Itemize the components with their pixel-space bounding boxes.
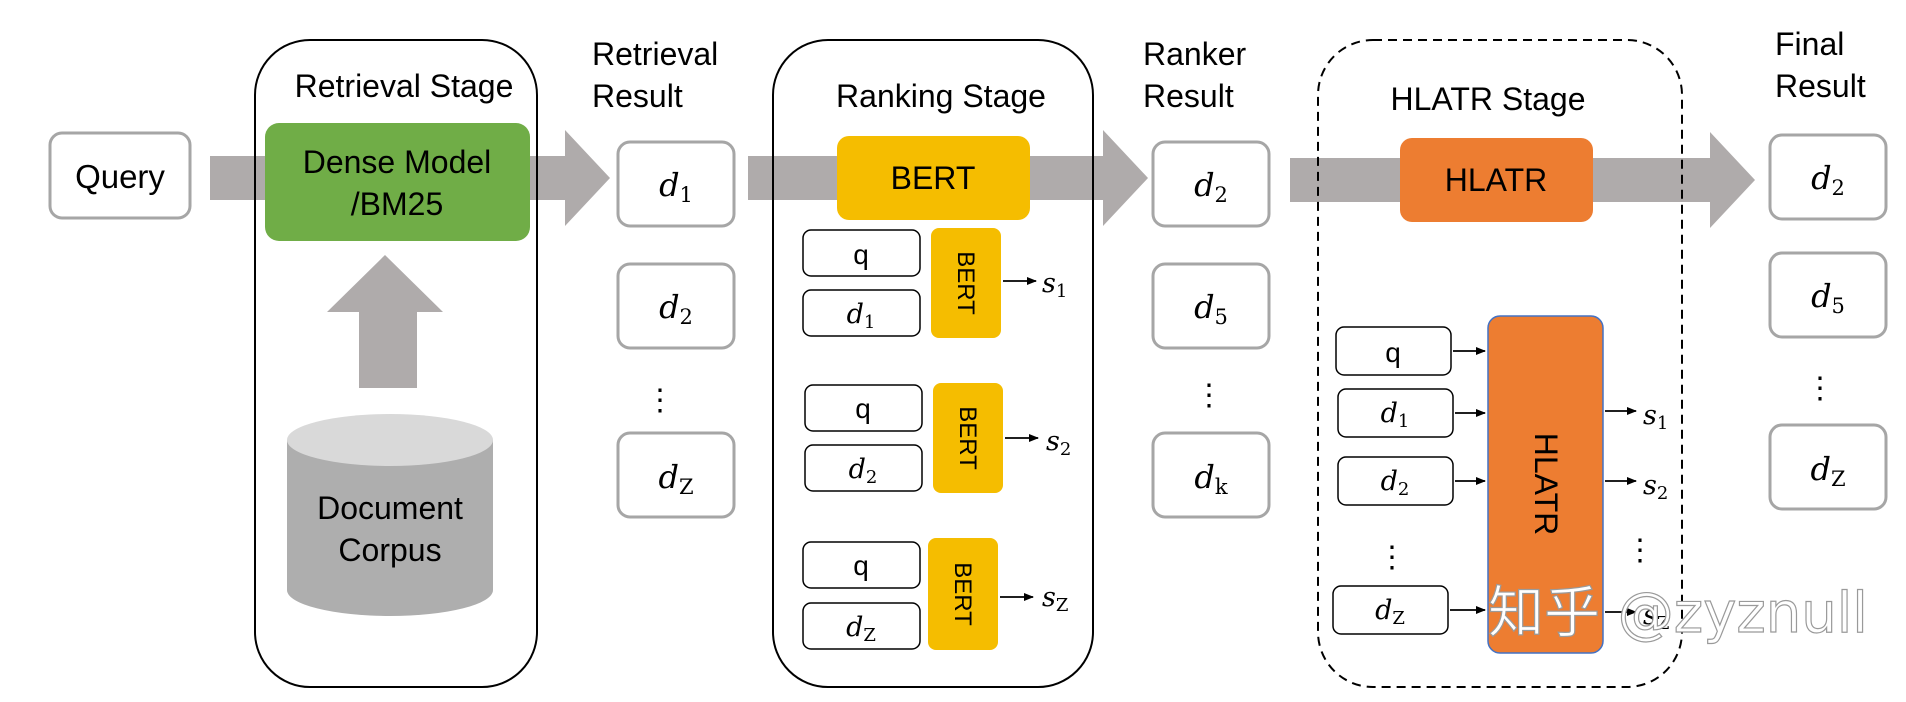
hlatr-input-box-4: [1332, 585, 1449, 635]
ranking-pair-3-query: q: [853, 550, 869, 581]
ranking-pair-1-doc: d1: [847, 299, 876, 333]
ranker-result-ellipsis: ⋮: [1194, 379, 1224, 412]
ranking-pair-1-score: s1: [1042, 268, 1067, 302]
hlatr-top-label: HLATR: [1445, 162, 1548, 198]
hlatr-main-block: HLATR: [1487, 315, 1604, 654]
hlatr-input-box-3: [1337, 456, 1454, 506]
hlatr-output-score-1: s1: [1643, 400, 1668, 434]
final-result-box-2: [1768, 251, 1888, 339]
document-corpus: Document Corpus: [287, 414, 493, 616]
hlatr-input-ellipsis: ⋮: [1377, 541, 1407, 574]
hlatr-stage: HLATR Stage HLATR q d1 d2 ⋮ dZ HLATR: [1317, 39, 1683, 688]
query-label: Query: [75, 158, 165, 195]
ranking-pair-2-query: q: [855, 393, 871, 424]
hlatr-input-box-2: [1337, 388, 1454, 438]
final-result-title-line2: Result: [1775, 68, 1866, 104]
retrieval-result-box-2: [616, 262, 736, 350]
ranker-result-box-1: [1151, 140, 1271, 228]
retrieval-result-box-1: [616, 140, 736, 228]
hlatr-output-ellipsis: ⋮: [1625, 534, 1655, 567]
ranker-result-box-2: [1151, 262, 1271, 350]
final-result-title-line1: Final: [1775, 26, 1844, 62]
corpus-line1: Document: [317, 490, 463, 526]
ranking-stage: Ranking Stage BERT q d1 BERT s1 q: [772, 39, 1094, 688]
ranker-result-item-3: dk: [1194, 458, 1227, 499]
final-result-ellipsis: ⋮: [1805, 372, 1835, 405]
final-result-item-2: d5: [1811, 277, 1845, 318]
ranking-stage-title: Ranking Stage: [836, 78, 1046, 114]
retrieval-stage: Retrieval Stage Dense Model /BM25 Docume…: [254, 39, 538, 688]
retrieval-stage-title: Retrieval Stage: [295, 68, 514, 104]
retrieval-result-item-2: d2: [659, 288, 693, 329]
query-node: Query: [48, 131, 192, 220]
ranking-pair-2-bert: BERT: [954, 406, 981, 470]
ranking-pair-3: q dZ BERT sZ: [802, 538, 1068, 650]
hlatr-input-doc-1: d1: [1381, 398, 1410, 432]
ranker-result-item-2: d5: [1194, 288, 1228, 329]
ranker-result-box-3: [1151, 431, 1271, 519]
hlatr-input-doc-2: d2: [1381, 466, 1410, 500]
retrieval-result-item-1: d1: [659, 166, 693, 207]
ranker-result-title-line1: Ranker: [1143, 36, 1247, 72]
hlatr-top-block: HLATR: [1400, 138, 1593, 222]
ranker-result-item-1: d2: [1194, 166, 1228, 207]
hlatr-input-box-1: [1335, 326, 1452, 376]
up-arrow-corpus-to-model: [327, 255, 443, 388]
retrieval-result-title-line1: Retrieval: [592, 36, 718, 72]
ranking-pair-1: q d1 BERT s1: [802, 228, 1067, 338]
ranking-bert-label: BERT: [891, 160, 976, 196]
ranking-pair-3-bert: BERT: [949, 562, 976, 626]
ranking-pair-2: q d2 BERT s2: [804, 383, 1071, 493]
hlatr-output-score-2: s2: [1643, 470, 1668, 504]
final-result-box-1: [1768, 133, 1888, 221]
final-result-box-3: [1768, 423, 1888, 511]
retrieval-result-item-3: dZ: [658, 458, 693, 499]
hlatr-input-query: q: [1385, 337, 1401, 368]
retrieval-result-box-3: [616, 431, 736, 519]
ranking-pair-3-score: sZ: [1042, 582, 1068, 616]
ranking-pair-3-doc: dZ: [846, 612, 876, 646]
watermark: 知乎 @zyznull: [1488, 581, 1868, 646]
ranking-pair-2-doc: d2: [849, 454, 878, 488]
dense-model-line2: /BM25: [351, 186, 443, 222]
hlatr-main-label: HLATR: [1528, 433, 1564, 536]
hlatr-output-score-z: sZ: [1643, 600, 1669, 634]
ranker-result-title-line2: Result: [1143, 78, 1234, 114]
dense-model-line1: Dense Model: [303, 144, 492, 180]
ranking-bert-block: BERT: [837, 136, 1030, 220]
ranker-result: Ranker Result d2 d5 ⋮ dk: [1143, 36, 1271, 519]
retrieval-result: Retrieval Result d1 d2 ⋮ dZ: [592, 36, 736, 519]
final-result-item-3: dZ: [1810, 450, 1845, 491]
final-result: Final Result d2 d5 ⋮ dZ: [1768, 26, 1888, 511]
final-result-item-1: d2: [1811, 159, 1845, 200]
retrieval-result-title-line2: Result: [592, 78, 683, 114]
ranking-pair-1-bert: BERT: [952, 251, 979, 315]
ranking-pair-1-query: q: [853, 239, 869, 270]
retrieval-result-ellipsis: ⋮: [645, 384, 675, 417]
dense-model-block: Dense Model /BM25: [265, 123, 530, 241]
hlatr-stage-title: HLATR Stage: [1390, 81, 1585, 117]
hlatr-input-doc-z: dZ: [1375, 595, 1405, 629]
corpus-line2: Corpus: [338, 532, 441, 568]
ranking-pair-2-score: s2: [1046, 426, 1071, 460]
